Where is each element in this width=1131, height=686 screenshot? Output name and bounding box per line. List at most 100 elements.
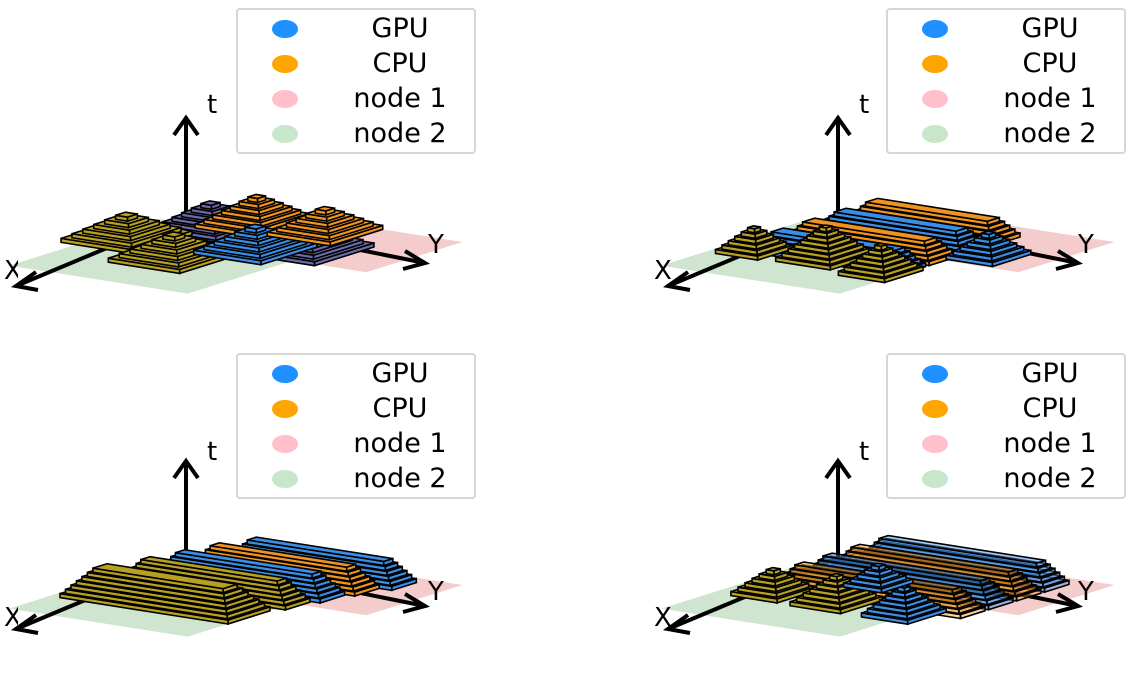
legend-label: CPU (372, 393, 428, 424)
legend-item: node 2 (238, 462, 474, 496)
y-arrow-icon (402, 249, 431, 271)
bar-slab (829, 572, 844, 578)
legend-item: GPU (888, 12, 1124, 46)
legend-marker-icon (272, 90, 298, 108)
bar-slab (315, 205, 335, 212)
legend-label: node 2 (1003, 463, 1097, 494)
legend-item: node 1 (888, 82, 1124, 116)
legend-label: node 1 (353, 428, 447, 459)
legend-marker-icon (272, 470, 298, 488)
legend-label: node 2 (353, 118, 447, 149)
t-arrow-icon (824, 457, 852, 480)
bar-slab (92, 562, 238, 590)
legend-marker-icon (922, 55, 948, 73)
bar-slab (981, 230, 996, 236)
legend-item: CPU (888, 392, 1124, 426)
legend-marker-icon (922, 365, 948, 383)
legend-marker-icon (272, 400, 298, 418)
legend-marker-icon (922, 90, 948, 108)
axis-label-t: t (207, 90, 218, 120)
legend-marker-icon (272, 20, 298, 38)
legend-marker-icon (922, 470, 948, 488)
axis-label-x: X (654, 603, 672, 633)
legend-label: node 2 (353, 463, 447, 494)
y-arrow-icon (1055, 249, 1084, 271)
scene-bottom-left (9, 457, 463, 637)
bar-slab (747, 225, 761, 230)
legend-label: CPU (1022, 393, 1078, 424)
bar-slab (802, 217, 937, 242)
legend-marker-icon (272, 365, 298, 383)
axis-label-t: t (859, 90, 870, 120)
legend-item: CPU (888, 47, 1124, 81)
bar-slab (162, 231, 185, 238)
legend-marker-icon (922, 125, 948, 143)
axis-label-t: t (207, 437, 218, 467)
legend-item: CPU (238, 47, 474, 81)
legend-marker-icon (922, 400, 948, 418)
bar-slab (833, 207, 969, 233)
axis-label-x: X (4, 258, 18, 284)
legend-marker-icon (272, 435, 298, 453)
legend-label: node 1 (1003, 83, 1097, 114)
bar-slab (874, 242, 887, 248)
axis-label-x: X (654, 256, 672, 286)
t-arrow-icon (824, 114, 852, 137)
legend-item: node 1 (238, 427, 474, 461)
x-arrow-icon (10, 270, 39, 292)
bar-slab (175, 548, 322, 575)
bar-slab (140, 555, 287, 582)
scene-bottom-right (661, 457, 1115, 637)
bar-slab (878, 534, 1046, 565)
axis-label-y: Y (428, 577, 444, 607)
bar-slab (871, 562, 886, 568)
bar-slab (850, 543, 1018, 573)
y-arrow-icon (402, 592, 431, 614)
axis-label-x: X (4, 605, 18, 631)
bar-slab (822, 552, 990, 582)
legend-marker-icon (922, 435, 948, 453)
axis-label-y: Y (1078, 577, 1094, 607)
bar-slab (247, 193, 266, 200)
bar-slab (765, 566, 781, 572)
legend-label: node 1 (353, 83, 447, 114)
y-arrow-icon (1055, 592, 1084, 614)
x-arrow-icon (10, 613, 39, 635)
legend-item: node 1 (238, 82, 474, 116)
legend-item: GPU (238, 357, 474, 391)
legend-label: GPU (1021, 358, 1079, 389)
axis-label-y: Y (428, 230, 444, 260)
legend-item: node 2 (238, 117, 474, 151)
x-arrow-icon (662, 613, 691, 635)
legend-marker-icon (272, 55, 298, 73)
x-arrow-icon (662, 270, 691, 292)
bar-slab (115, 211, 138, 218)
legend-label: GPU (371, 13, 429, 44)
legend-label: node 2 (1003, 118, 1097, 149)
t-arrow-icon (172, 114, 200, 137)
scene-top-left (9, 114, 463, 294)
bar-slab (819, 224, 833, 229)
bar-slab (209, 542, 357, 568)
legend: GPU CPU node 1 node 2 (236, 8, 476, 154)
bar-slab (246, 536, 394, 563)
legend-item: node 2 (888, 462, 1124, 496)
bar-slab (244, 223, 266, 230)
legend-item: node 1 (888, 427, 1124, 461)
legend-label: GPU (1021, 13, 1079, 44)
legend-item: GPU (888, 357, 1124, 391)
legend-marker-icon (922, 20, 948, 38)
legend-label: CPU (372, 48, 428, 79)
scene-top-right (661, 114, 1115, 294)
legend-item: GPU (238, 12, 474, 46)
axis-label-y: Y (1078, 230, 1094, 260)
panel-top-left: GPU CPU node 1 node 2 t Y X (0, 0, 565, 343)
legend-item: CPU (238, 392, 474, 426)
bar-slab (200, 200, 221, 207)
